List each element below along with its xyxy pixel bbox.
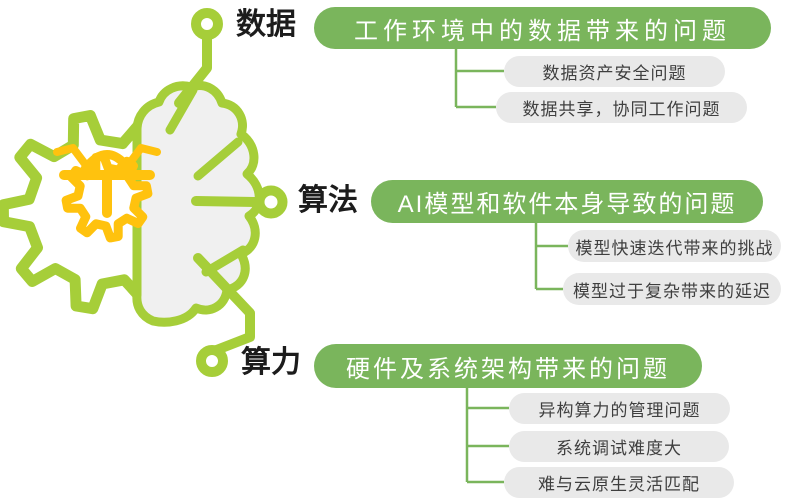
child-topic: 系统调试难度大 [509, 431, 729, 462]
branch-connector-1 [174, 29, 212, 108]
subtopic-connector-3 [465, 388, 509, 484]
subtopic-connector-2 [534, 223, 568, 291]
branch-label: 算力 [241, 346, 301, 379]
child-topic: 模型过于复杂带来的延迟 [563, 273, 781, 305]
branch-label: 数据 [236, 8, 296, 41]
child-topic: 难与云原生灵活匹配 [504, 467, 734, 498]
child-topic: 数据资产安全问题 [504, 56, 725, 87]
child-topic: 数据共享，协同工作问题 [496, 92, 747, 123]
branch-node-icon [254, 185, 288, 219]
branch-connector-3 [193, 253, 255, 356]
subtopic-connector-1 [454, 49, 504, 109]
child-topic: 模型快速迭代带来的挑战 [568, 230, 781, 262]
branch-topic: AI模型和软件本身导致的问题 [371, 180, 763, 223]
branch-node-icon [196, 345, 228, 377]
branch-connector-2 [191, 196, 261, 207]
branch-label: 算法 [298, 184, 358, 217]
child-topic: 异构算力的管理问题 [509, 393, 730, 424]
branch-topic: 硬件及系统架构带来的问题 [314, 344, 702, 388]
branch-topic: 工作环境中的数据带来的问题 [314, 7, 771, 49]
branch-node-icon [191, 8, 223, 40]
bug-icon [53, 144, 161, 243]
